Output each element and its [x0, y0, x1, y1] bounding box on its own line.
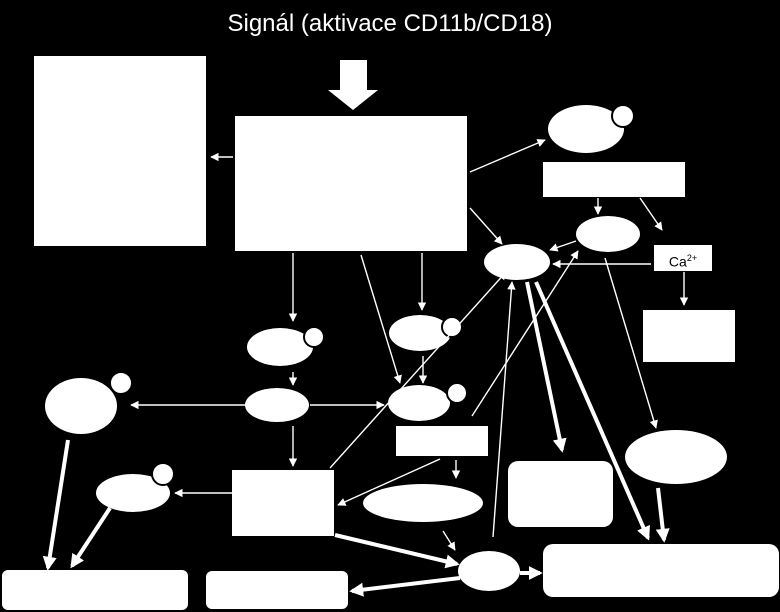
node-right-upper [576, 216, 640, 252]
right-middle-box [643, 310, 735, 362]
node-right-lower [625, 430, 727, 484]
node-left-2 [245, 388, 309, 422]
central-receptor-box [235, 116, 467, 251]
lower-right-rounded-box [508, 461, 613, 527]
node-far-left [45, 371, 133, 434]
ca-label: Ca2+ [655, 246, 711, 270]
node-top-right [548, 104, 635, 153]
bottom-left-box [2, 570, 188, 610]
bottom-center-box [206, 571, 348, 609]
middle-bar [396, 426, 488, 456]
ca-box [652, 243, 714, 273]
node-mid-1 [389, 315, 463, 351]
node-mid-2 [388, 382, 468, 421]
node-left-3 [96, 462, 175, 512]
node-bottom-center [458, 551, 520, 591]
ca-base: Ca [668, 253, 687, 270]
node-hub [484, 244, 550, 280]
node-left-1 [247, 326, 325, 366]
thin-arrows [130, 139, 689, 551]
node-center-wide [363, 484, 483, 522]
tall-left-box [34, 56, 206, 246]
input-block-arrow [328, 60, 378, 110]
diagram-title: Signál (aktivace CD11b/CD18) [227, 10, 553, 37]
lower-center-box [232, 470, 334, 536]
bottom-right-box [543, 544, 779, 597]
upper-right-bar [543, 162, 685, 197]
thick-arrows [42, 281, 670, 597]
ca-superscript: 2+ [686, 253, 698, 263]
